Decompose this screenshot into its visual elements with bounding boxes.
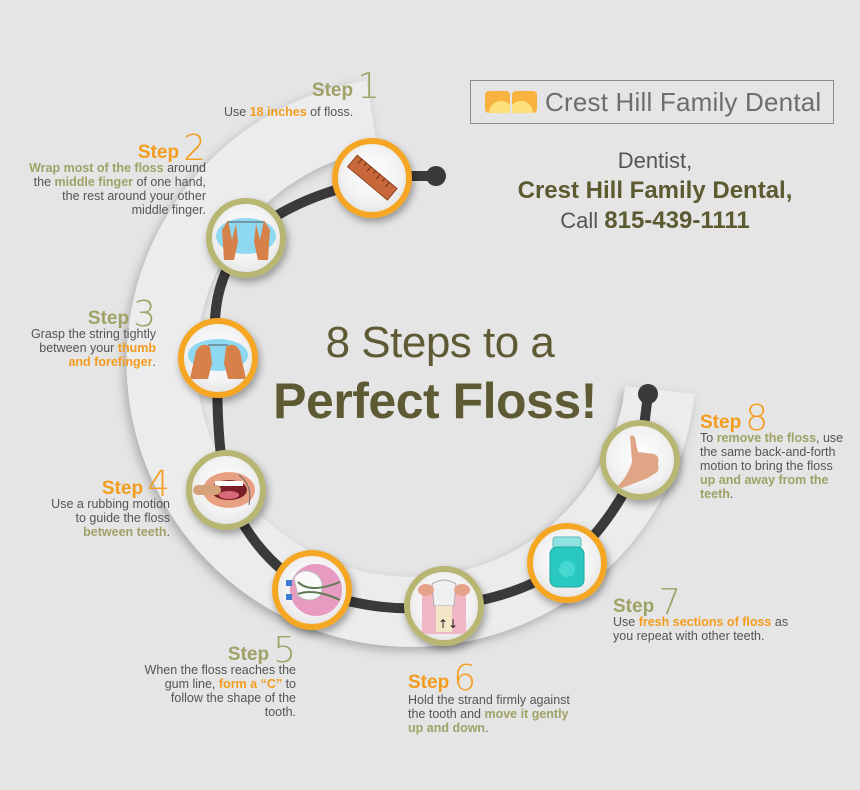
mouth-flossing-icon — [193, 472, 255, 508]
step-number: 3 — [133, 294, 156, 335]
step-number: 2 — [183, 128, 206, 169]
step-6-text: Hold the strand firmly against the tooth… — [408, 693, 570, 735]
step-8-image — [600, 420, 680, 500]
logo-text: Crest Hill Family Dental — [545, 86, 822, 117]
step-number: 5 — [273, 630, 296, 671]
floss-container-icon — [549, 536, 585, 588]
step-label: Step — [408, 672, 450, 693]
step-7-image — [527, 523, 607, 603]
contact-practice: Crest Hill Family Dental, — [517, 177, 793, 204]
logo: Crest Hill Family Dental — [470, 80, 834, 124]
step-5-image — [272, 550, 352, 630]
ruler-icon — [346, 154, 398, 201]
step-label: Step — [227, 644, 270, 665]
floss-c-shape-tooth-icon — [286, 564, 342, 616]
title-line-1: 8 Steps to a — [325, 318, 555, 367]
step-4-text: Use a rubbing motion to guide the floss … — [51, 497, 170, 539]
step-number: 1 — [357, 66, 380, 107]
step-label: Step — [700, 412, 742, 433]
track-end-dot — [426, 166, 446, 186]
svg-text:↑↓: ↑↓ — [438, 617, 458, 631]
step-2-image — [206, 198, 286, 278]
step-6-image: ↑↓ — [404, 566, 484, 646]
contact-call: Call 815-439-1111 — [560, 207, 750, 234]
step-3-text: Grasp the string tightly between your th… — [30, 327, 156, 369]
title-line-2: Perfect Floss! — [273, 373, 597, 429]
step-8-text: To remove the floss, use the same back-a… — [700, 431, 844, 501]
step-number: 8 — [745, 398, 769, 439]
contact-block: Dentist, Crest Hill Family Dental, Call … — [505, 146, 805, 236]
step-1-text: Use 18 inches of floss. — [224, 105, 354, 119]
thumb-forefinger-grip-icon — [188, 339, 248, 379]
step-number: 4 — [147, 464, 170, 505]
step-1-image — [332, 138, 412, 218]
step-5-text: When the floss reaches the gum line, for… — [144, 663, 296, 719]
tooth-up-down-icon: ↑↓ — [418, 579, 470, 634]
twin-sun-icon — [485, 91, 537, 113]
step-7-text: Use fresh sections of floss as you repea… — [613, 615, 789, 643]
contact-role: Dentist, — [617, 148, 693, 173]
track-end-dot — [638, 384, 658, 404]
step-2-text: Wrap most of the floss around the middle… — [29, 161, 206, 217]
thumbs-up-icon — [616, 435, 659, 488]
step-label: Step — [87, 308, 130, 329]
step-label: Step — [613, 596, 655, 617]
step-label: Step — [137, 142, 180, 163]
step-3-image — [178, 318, 258, 398]
step-label: Step — [311, 80, 354, 101]
step-4-image — [186, 450, 266, 530]
step-number: 7 — [658, 582, 682, 623]
step-number: 6 — [453, 658, 477, 699]
step-label: Step — [101, 478, 144, 499]
phone-number[interactable]: 815-439-1111 — [604, 207, 750, 234]
hands-wrapped-floss-icon — [216, 218, 276, 260]
